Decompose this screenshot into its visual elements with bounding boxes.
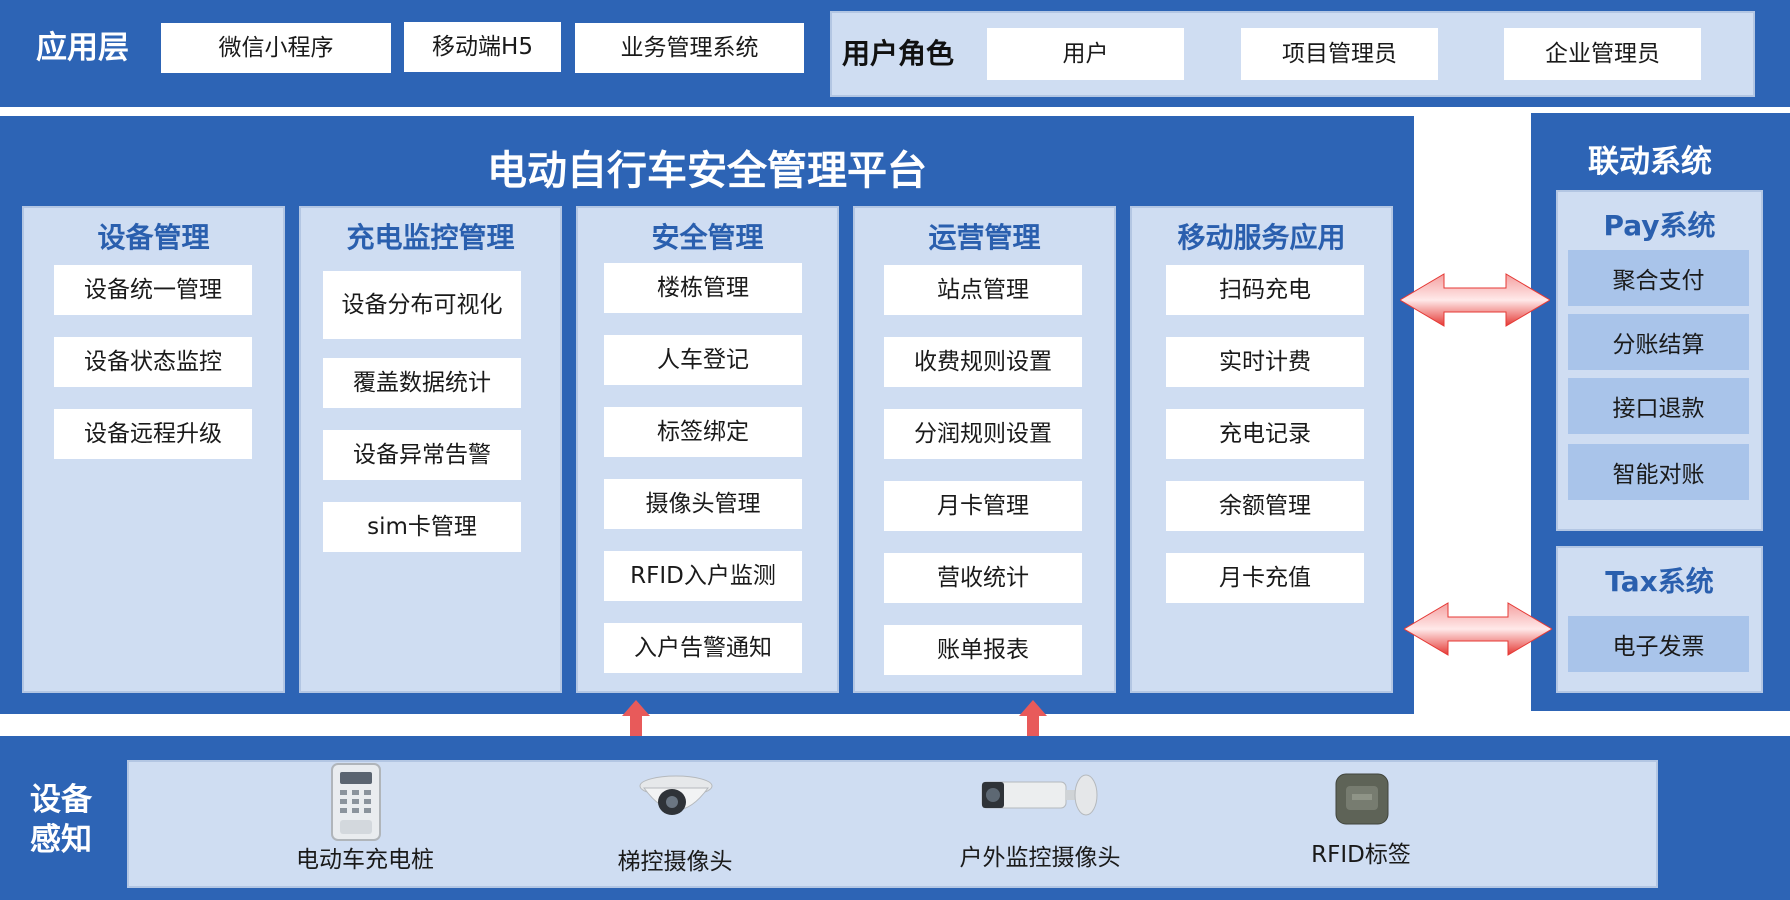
- column-item[interactable]: 扫码充电: [1166, 265, 1364, 315]
- role-project-admin[interactable]: 项目管理员: [1241, 28, 1438, 80]
- platform-title: 电动自行车安全管理平台: [487, 148, 927, 194]
- charging-pile-icon: [331, 763, 381, 841]
- column-item[interactable]: 分润规则设置: [884, 409, 1082, 459]
- pay-item[interactable]: 接口退款: [1568, 378, 1749, 434]
- column-item[interactable]: sim卡管理: [323, 502, 521, 552]
- column-item[interactable]: 设备统一管理: [54, 265, 252, 315]
- column-item[interactable]: 覆盖数据统计: [323, 358, 521, 408]
- pay-item[interactable]: 智能对账: [1568, 444, 1749, 500]
- device-label: 户外监控摄像头: [959, 845, 1121, 871]
- device-label: 电动车充电桩: [296, 847, 434, 873]
- device-panel: [127, 760, 1658, 888]
- column-device-management: 设备管理 设备统一管理 设备状态监控 设备远程升级: [22, 206, 285, 693]
- column-item[interactable]: 人车登记: [604, 335, 802, 385]
- tax-system-title: Tax系统: [1605, 565, 1714, 598]
- column-security-management: 安全管理 楼栋管理 人车登记 标签绑定 摄像头管理 RFID入户监测 入户告警通…: [576, 206, 839, 693]
- app-item-business-system[interactable]: 业务管理系统: [575, 23, 804, 73]
- rfid-tag-icon: [1335, 773, 1389, 825]
- column-title: 运营管理: [928, 221, 1041, 254]
- device-label: RFID标签: [1311, 842, 1411, 868]
- column-item[interactable]: RFID入户监测: [604, 551, 802, 601]
- up-arrow-icon: [622, 700, 650, 744]
- column-item[interactable]: 余额管理: [1166, 481, 1364, 531]
- tax-item[interactable]: 电子发票: [1568, 616, 1749, 672]
- column-item[interactable]: 站点管理: [884, 265, 1082, 315]
- column-item[interactable]: 充电记录: [1166, 409, 1364, 459]
- column-item[interactable]: 月卡充值: [1166, 553, 1364, 603]
- column-title: 充电监控管理: [346, 221, 515, 254]
- linkage-title: 联动系统: [1588, 144, 1712, 180]
- device-layer-label: 设备 感知: [30, 780, 92, 860]
- device-layer-label-line1: 设备: [30, 782, 92, 818]
- column-item[interactable]: 楼栋管理: [604, 263, 802, 313]
- role-user[interactable]: 用户: [987, 28, 1184, 80]
- column-item[interactable]: 标签绑定: [604, 407, 802, 457]
- pay-item[interactable]: 聚合支付: [1568, 250, 1749, 306]
- device-label: 梯控摄像头: [617, 849, 733, 875]
- app-layer-label: 应用层: [36, 30, 129, 66]
- column-item[interactable]: 设备异常告警: [323, 430, 521, 480]
- double-arrow-icon: [1400, 273, 1550, 327]
- column-item[interactable]: 入户告警通知: [604, 623, 802, 673]
- app-item-mobile-h5[interactable]: 移动端H5: [404, 22, 561, 72]
- column-item[interactable]: 设备状态监控: [54, 337, 252, 387]
- column-charging-monitoring: 充电监控管理 设备分布可视化 覆盖数据统计 设备异常告警 sim卡管理: [299, 206, 562, 693]
- column-title: 设备管理: [97, 221, 210, 254]
- column-operations-management: 运营管理 站点管理 收费规则设置 分润规则设置 月卡管理 营收统计 账单报表: [853, 206, 1116, 693]
- column-item[interactable]: 摄像头管理: [604, 479, 802, 529]
- column-title: 移动服务应用: [1177, 221, 1346, 254]
- bullet-camera-icon: [981, 774, 1098, 816]
- column-item[interactable]: 营收统计: [884, 553, 1082, 603]
- device-layer-label-line2: 感知: [30, 822, 92, 858]
- column-item[interactable]: 实时计费: [1166, 337, 1364, 387]
- up-arrow-icon: [1019, 700, 1047, 744]
- column-mobile-services: 移动服务应用 扫码充电 实时计费 充电记录 余额管理 月卡充值: [1130, 206, 1393, 693]
- pay-system-box: Pay系统 聚合支付 分账结算 接口退款 智能对账: [1556, 190, 1763, 531]
- tax-system-box: Tax系统 电子发票: [1556, 546, 1763, 693]
- column-title: 安全管理: [651, 221, 764, 254]
- column-item[interactable]: 账单报表: [884, 625, 1082, 675]
- column-item[interactable]: 收费规则设置: [884, 337, 1082, 387]
- pay-system-title: Pay系统: [1603, 209, 1716, 242]
- column-item[interactable]: 设备分布可视化: [323, 271, 521, 339]
- column-item[interactable]: 月卡管理: [884, 481, 1082, 531]
- app-item-wechat-miniprogram[interactable]: 微信小程序: [161, 23, 391, 73]
- role-enterprise-admin[interactable]: 企业管理员: [1504, 28, 1701, 80]
- pay-item[interactable]: 分账结算: [1568, 314, 1749, 370]
- dome-camera-icon: [639, 775, 713, 815]
- user-roles-label: 用户角色: [842, 37, 955, 70]
- double-arrow-icon: [1404, 602, 1552, 656]
- column-item[interactable]: 设备远程升级: [54, 409, 252, 459]
